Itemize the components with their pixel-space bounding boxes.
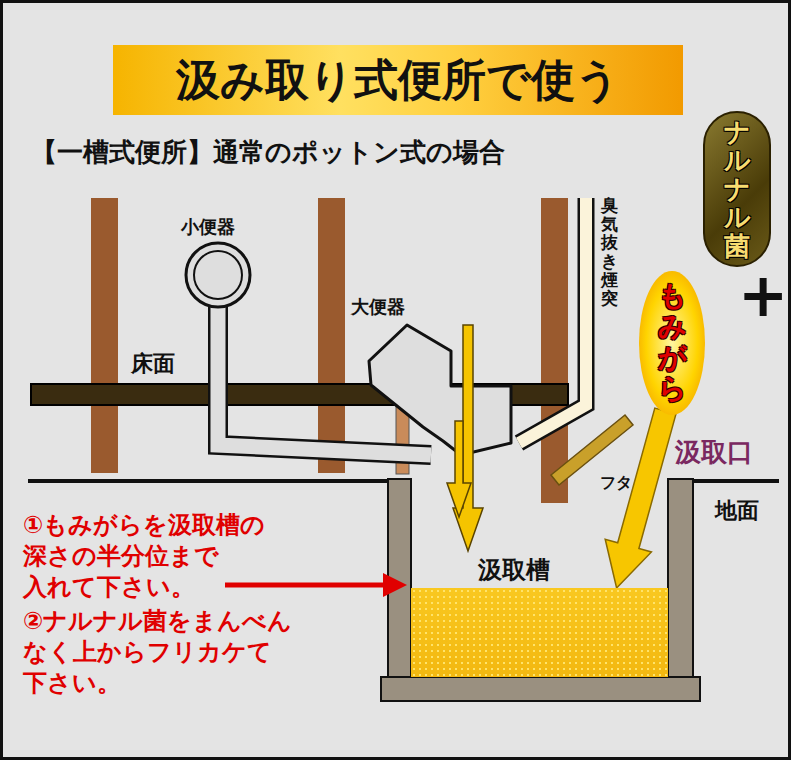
part-label: 汲取口 <box>675 435 753 470</box>
tank-fill: 汲取槽 <box>411 588 668 677</box>
part-label: 床面 <box>131 349 175 379</box>
drop-arrow <box>447 421 471 517</box>
urinal <box>186 243 250 307</box>
wooden-post <box>541 198 568 503</box>
ground-line <box>693 479 779 483</box>
tank-label: 汲取槽 <box>476 554 552 586</box>
bacteria-badge: ナルナル菌 <box>703 111 771 267</box>
title-text: 汲み取り式便所で使う <box>176 51 620 110</box>
instruction-note: ②ナルナル菌をまんべん なく上からフリカケて 下さい。 <box>23 606 353 699</box>
rice-husk-ellipse: もみがら <box>639 271 705 415</box>
part-label: フタ <box>600 473 632 494</box>
plus-symbol: + <box>738 265 788 325</box>
part-label: 小便器 <box>181 215 235 239</box>
vent-chimney <box>519 198 586 443</box>
instruction-note: ①もみがらを汲取槽の 深さの半分位まで 入れて下さい。 <box>23 510 353 603</box>
part-label: 大便器 <box>351 295 405 319</box>
fill-arrow <box>605 408 676 588</box>
part-label: 地面 <box>715 496 759 526</box>
leader-arrow <box>225 583 388 588</box>
wooden-post <box>318 198 345 473</box>
subtitle: 【一槽式便所】通常のポットン式の場合 <box>31 135 505 170</box>
wooden-post <box>91 198 118 473</box>
tank-wall <box>668 479 693 677</box>
title-band: 汲み取り式便所で使う <box>113 45 683 115</box>
toilet-bowl <box>369 325 511 455</box>
tank-bottom <box>381 677 700 701</box>
badge-text: ナルナル菌 <box>724 118 750 261</box>
part-label: 臭気抜き煙突 <box>601 196 618 308</box>
leader-arrow <box>383 573 407 597</box>
ground-line <box>28 479 388 483</box>
urinal <box>194 251 242 299</box>
husk-text: もみがら <box>658 281 686 404</box>
vent-chimney <box>519 198 586 443</box>
